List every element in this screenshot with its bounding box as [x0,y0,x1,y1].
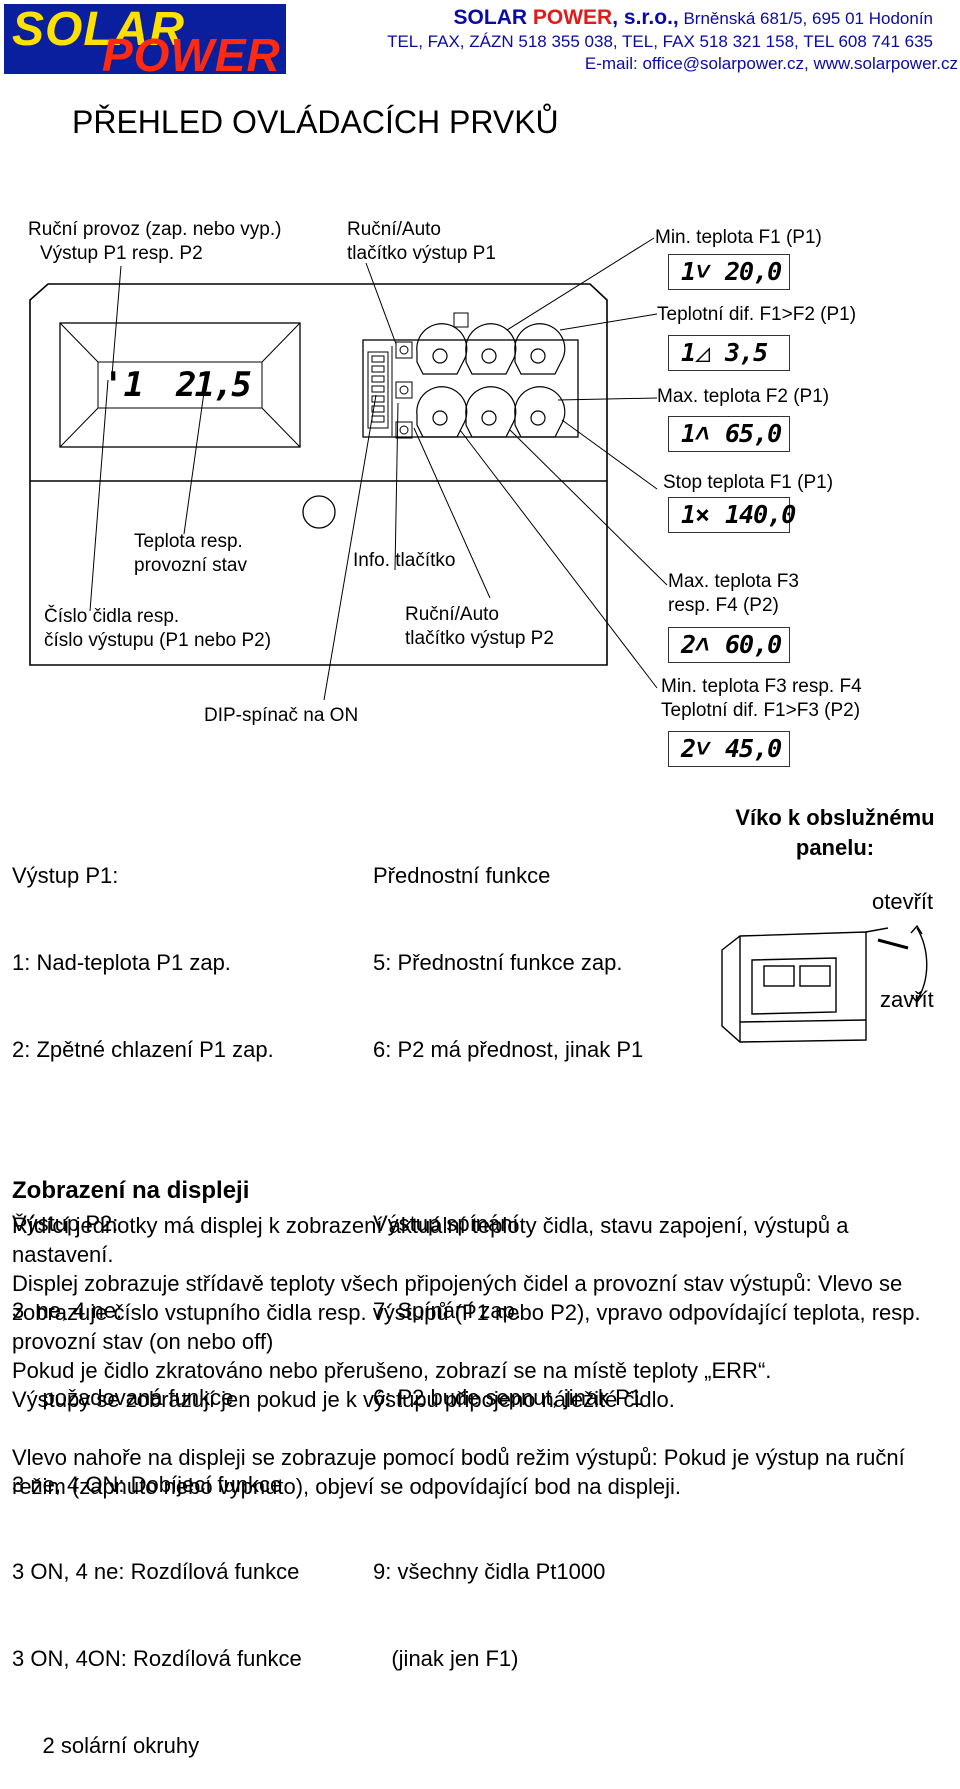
cover-title: Víko k obslužnému panelu: [720,803,950,863]
paragraph-display: Displej zobrazuje střídavě teploty všech… [12,1271,921,1354]
label-dip-switch: DIP-spínač na ON [204,705,359,726]
dip-line: 6: P2 má přednost, jinak P1 [373,1037,644,1062]
display-label-dif-f1-f2: Teplotní dif. F1>F2 (P1) [657,304,857,325]
company-name-line: SOLAR POWER, s.r.o., Brněnská 681/5, 695… [454,6,933,30]
paragraph-manual-mode: Vlevo nahoře na displeji se zobrazuje po… [12,1445,905,1499]
lcd-max-f3-code: 2˄ [681,630,710,659]
label-button-p1-line2: tlačítko výstup P1 [347,243,496,264]
label-temperature: Teplota resp. provozní stav [134,530,247,578]
lcd-min-f3-value: 45,0 [725,734,782,763]
section-heading: Zobrazení na displeji [12,1177,250,1204]
company-address: Brněnská 681/5, 695 01 Hodonín [678,9,933,28]
dip-line: Výstup spínání [373,1211,519,1236]
label-button-p2-line2: tlačítko výstup P2 [405,628,554,649]
label-manual-mode: Ruční provoz (zap. nebo vyp.) Výstup P1 … [28,218,281,266]
display-label-max-f3-line2: resp. F4 (P2) [668,595,779,616]
lcd-min-f3: 2˅ 45,0 [668,731,790,767]
logo-solar-text: SOLAR [12,3,185,56]
lcd-min-f1: 1˅ 20,0 [668,254,790,290]
label-button-p2: Ruční/Auto tlačítko výstup P2 [405,603,554,651]
paragraph-intro: Řídící jednotky má displej k zobrazení a… [12,1213,849,1267]
logo-power-text: POWER [102,29,281,81]
lcd-min-f1-value: 20,0 [725,257,782,286]
label-temperature-line1: Teplota resp. [134,531,243,552]
label-manual-line1: Ruční provoz (zap. nebo vyp.) [28,219,282,240]
dip-line: 9: všechny čidla Pt1000 [373,1559,606,1584]
main-display-sensor: '1 [103,365,144,405]
company-email: E-mail: office@solarpower.cz, www.solarp… [584,54,958,73]
display-label-stop-f1: Stop teplota F1 (P1) [663,472,834,493]
lcd-min-f1-code: 1˅ [681,257,710,286]
label-sensor-line2: číslo výstupu (P1 nebo P2) [44,630,272,651]
lcd-dif-f1-f2-code: 1◿ [681,338,710,367]
company-logo: SOLAR POWER [4,3,286,81]
lcd-stop-f1: 1⨯ 140,0 [668,497,796,533]
cover-close-label: zavřít [880,987,934,1012]
label-sensor-number: Číslo čidla resp. číslo výstupu (P1 nebo… [44,605,271,653]
label-manual-line2: Výstup P1 resp. P2 [40,243,203,264]
dip-line: 2 solární okruhy [12,1733,200,1758]
paragraph-outputs: Výstupy se zobrazují jen pokud je k výst… [12,1387,675,1412]
dip-line: 3 ne, 4 ne: [12,1298,123,1323]
label-sensor-line1: Číslo čidla resp. [44,606,180,627]
label-temperature-line2: provozní stav [134,555,247,576]
dip-line: 3 ON, 4 ne: Rozdílová funkce [12,1559,300,1584]
cover-title-line2: panelu: [795,835,875,860]
display-label-min-f1: Min. teplota F1 (P1) [655,227,822,248]
control-panel-diagram [29,237,928,1043]
lcd-min-f3-code: 2˅ [681,734,710,763]
display-label-max-f3: Max. teplota F3 resp. F4 (P2) [668,570,799,618]
page-title: PŘEHLED OVLÁDACÍCH PRVKŮ [72,104,559,140]
display-label-min-f3-line1: Min. teplota F3 resp. F4 [661,676,862,697]
lcd-max-f2: 1˄ 65,0 [668,416,790,452]
dip-line: Výstup P1: [12,863,119,888]
paragraph-error: Pokud je čidlo zkratováno nebo přerušeno… [12,1358,772,1383]
display-label-min-f3: Min. teplota F3 resp. F4 Teplotní dif. F… [661,675,862,723]
lcd-max-f3: 2˄ 60,0 [668,627,790,663]
label-button-p2-line1: Ruční/Auto [405,604,499,625]
company-power: POWER [532,6,613,29]
company-suffix: , s.r.o., [612,6,679,29]
display-label-max-f3-line1: Max. teplota F3 [668,571,799,592]
label-info-button: Info. tlačítko [353,550,456,571]
dip-line: 6: P2 bude sepnut, jinak P1 [373,1385,643,1410]
label-button-p1-line1: Ruční/Auto [347,219,441,240]
lcd-stop-f1-value: 140,0 [725,500,796,529]
dip-line: 2: Zpětné chlazení P1 zap. [12,1037,274,1062]
lcd-max-f3-value: 60,0 [725,630,782,659]
dip-line: Přednostní funkce [373,863,551,888]
display-label-max-f2: Max. teplota F2 (P1) [657,386,830,407]
cover-open-label: otevřít [872,889,934,914]
lcd-stop-f1-code: 1⨯ [681,500,710,529]
dip-line: Výstup P2: [12,1211,119,1236]
cover-title-line1: Víko k obslužnému [735,805,935,830]
dip-line [373,1122,643,1151]
dip-line: požadovaná funkce [12,1385,234,1410]
dip-line: 7: Spínání zap. [373,1298,521,1323]
dip-line: 1: Nad-teplota P1 zap. [12,950,231,975]
lcd-max-f2-code: 1˄ [681,419,710,448]
company-phones: TEL, FAX, ZÁZN 518 355 038, TEL, FAX 518… [387,32,933,51]
label-button-p1: Ruční/Auto tlačítko výstup P1 [347,218,496,266]
dip-line: 3 ne, 4 ON: Dobíjecí funkce [12,1472,283,1497]
dip-line [12,1122,302,1151]
dip-line: 3 ON, 4ON: Rozdílová funkce [12,1646,302,1671]
lcd-dif-f1-f2: 1◿ 3,5 [668,335,790,371]
company-solar: SOLAR [453,6,533,29]
lcd-max-f2-value: 65,0 [725,419,782,448]
dip-line: (jinak jen F1) [373,1646,519,1671]
lcd-dif-f1-f2-value: 3,5 [725,338,768,367]
display-label-min-f3-line2: Teplotní dif. F1>F3 (P2) [661,700,861,721]
main-display-temperature: 21,5 [176,365,252,405]
dip-line: 5: Přednostní funkce zap. [373,950,623,975]
